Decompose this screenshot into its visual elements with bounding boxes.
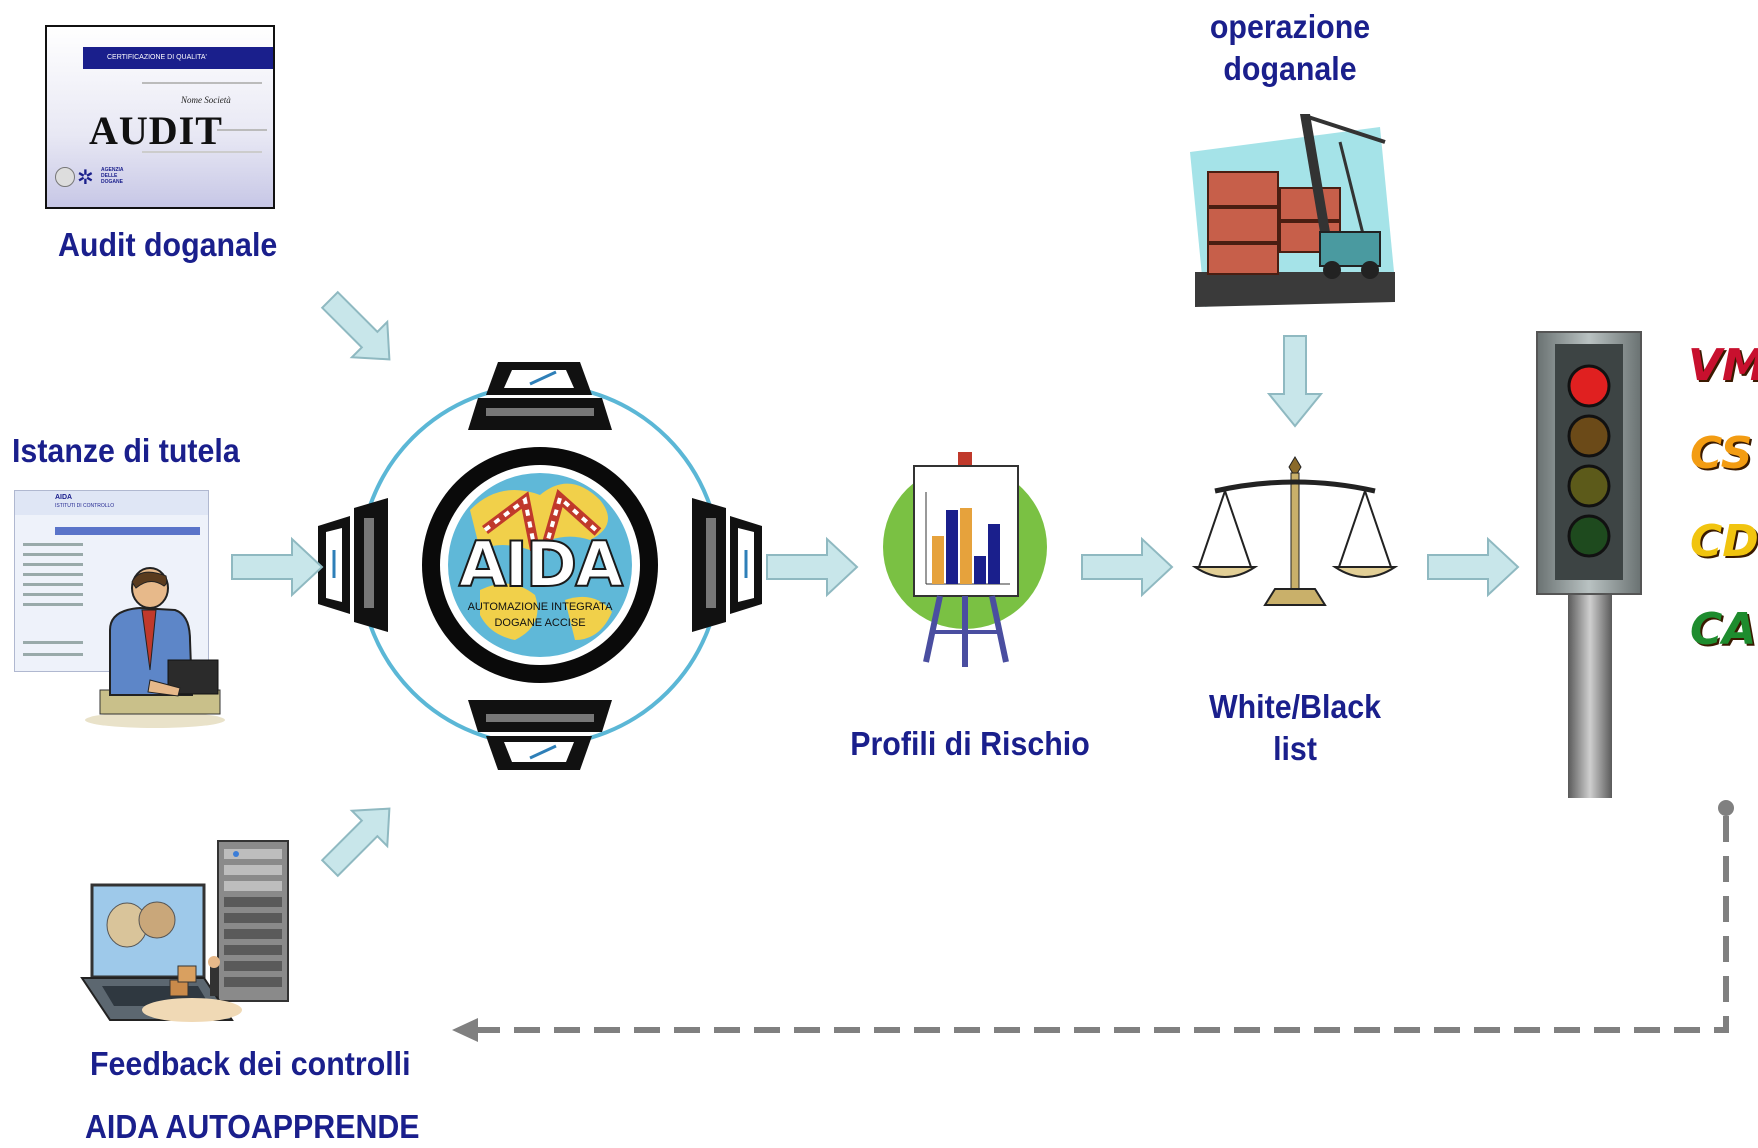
label-istanze-di-tutela: Istanze di tutela — [12, 432, 240, 469]
terminal-right-icon — [692, 498, 762, 632]
port-crane-containers-icon — [1190, 114, 1395, 307]
form-document-title: AIDA — [55, 494, 73, 501]
signal-vm: VM — [1688, 340, 1758, 391]
audit-document-company: Nome Società — [181, 95, 231, 105]
person-at-laptop-icon — [85, 567, 225, 728]
terminal-left-icon — [318, 498, 388, 632]
arrow-operazione-to-list — [1266, 335, 1324, 428]
label-audit-doganale: Audit doganale — [58, 226, 278, 263]
form-document-subtitle: ISTITUTI DI CONTROLLO — [55, 503, 115, 509]
arrow-feedback-to-aida — [320, 807, 391, 878]
label-operazione-1: operazione — [1209, 8, 1371, 45]
terminal-bottom-icon — [468, 700, 612, 770]
chart-easel-icon — [883, 452, 1047, 667]
arrow-istanze-to-aida — [231, 536, 324, 598]
light-red-icon — [1567, 364, 1611, 408]
audit-document-header: CERTIFICAZIONE DI QUALITA' — [83, 47, 273, 69]
label-operazione-2: doganale — [1223, 50, 1357, 87]
aida-logo-text: AIDA — [458, 527, 625, 602]
light-yellow-icon — [1567, 464, 1611, 508]
audit-document-word: AUDIT — [89, 108, 223, 153]
laptop-warehouse-icon — [80, 883, 242, 1022]
signal-cs: CS — [1690, 428, 1753, 479]
signal-ca: CA — [1690, 604, 1757, 655]
label-feedback-controlli: Feedback dei controlli — [90, 1045, 411, 1082]
light-green-icon — [1567, 514, 1611, 558]
balance-scale-icon — [1191, 456, 1399, 606]
server-rack-icon — [217, 840, 289, 1002]
label-white-black: White/Black — [1208, 688, 1382, 725]
agency-seal-icon — [55, 167, 75, 187]
traffic-light-icon — [1536, 331, 1642, 798]
feedback-loop-dashed-line — [470, 816, 1729, 1033]
aida-hub — [318, 362, 762, 770]
label-profili-di-rischio: Profili di Rischio — [850, 725, 1090, 762]
arrow-profili-to-list — [1081, 536, 1174, 598]
agency-star-icon: ✲ — [77, 167, 94, 189]
aida-subtitle-1: AUTOMAZIONE INTEGRATA — [467, 601, 613, 613]
light-orange-icon — [1567, 414, 1611, 458]
label-aida-autoapprende: AIDA AUTOAPPRENDE — [85, 1108, 420, 1145]
signal-cd: CD — [1690, 516, 1758, 567]
audit-document-agency: AGENZIA DELLE DOGANE — [101, 167, 124, 185]
feedback-loop-arrowhead — [452, 1018, 478, 1042]
arrow-audit-to-aida — [320, 290, 391, 361]
arrow-list-to-light — [1427, 536, 1520, 598]
aida-subtitle-2: DOGANE ACCISE — [494, 617, 586, 629]
arrow-aida-to-profili — [766, 536, 859, 598]
feedback-loop-start-dot — [1718, 800, 1734, 816]
terminal-top-icon — [468, 362, 612, 430]
audit-document: CERTIFICAZIONE DI QUALITA' Nome Società … — [45, 25, 275, 209]
label-list: list — [1273, 730, 1317, 767]
